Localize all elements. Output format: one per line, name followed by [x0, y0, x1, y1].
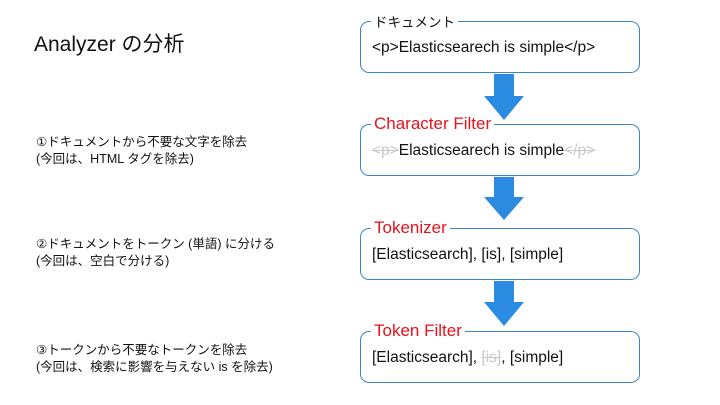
page-title: Analyzer の分析: [34, 33, 185, 56]
step-3-description: ③トークンから不要なトークンを除去 (今回は、検索に影響を与えない is を除去…: [36, 342, 273, 376]
character-filter-content: <p>Elasticsearech is simple</p>: [372, 142, 595, 160]
step-1-description: ①ドキュメントから不要な文字を除去 (今回は、HTML タグを除去): [36, 134, 247, 168]
step-1-line2: (今回は、HTML タグを除去): [36, 152, 194, 166]
filtered-text: Elasticsearech is simple: [398, 142, 565, 159]
document-box-content: <p>Elasticsearech is simple</p>: [372, 39, 596, 56]
step-3-line2: (今回は、検索に影響を与えない is を除去): [36, 360, 273, 374]
tokenizer-content: [Elasticsearch], [is], [simple]: [372, 246, 564, 263]
token-elasticsearch: [Elasticsearch],: [372, 349, 482, 366]
down-arrow-icon: [484, 177, 524, 220]
down-arrow-icon: [484, 281, 524, 326]
document-box: ドキュメント <p>Elasticsearech is simple</p>: [360, 13, 640, 73]
removed-open-tag: <p>: [372, 142, 399, 159]
tokenizer-box: Tokenizer [Elasticsearch], [is], [simple…: [360, 218, 640, 280]
character-filter-label: Character Filter: [371, 114, 495, 134]
token-filter-box: Token Filter [Elasticsearch], [is], [sim…: [360, 321, 640, 383]
step-1-line1: ①ドキュメントから不要な文字を除去: [36, 135, 248, 149]
character-filter-box: Character Filter <p>Elasticsearech is si…: [360, 114, 640, 176]
token-filter-content: [Elasticsearch], [is], [simple]: [372, 349, 563, 367]
step-2-line2: (今回は、空白で分ける): [36, 254, 170, 268]
step-3-line1: ③トークンから不要なトークンを除去: [36, 343, 248, 357]
step-2-description: ②ドキュメントをトークン (単語) に分ける (今回は、空白で分ける): [36, 236, 275, 270]
down-arrow-icon: [484, 74, 524, 120]
removed-token-is: [is]: [481, 349, 502, 366]
step-2-line1: ②ドキュメントをトークン (単語) に分ける: [36, 237, 275, 251]
removed-close-tag: </p>: [564, 142, 596, 159]
tokenizer-label: Tokenizer: [371, 218, 450, 238]
document-box-label: ドキュメント: [371, 13, 458, 33]
token-filter-label: Token Filter: [371, 321, 465, 341]
token-simple: , [simple]: [501, 349, 564, 366]
